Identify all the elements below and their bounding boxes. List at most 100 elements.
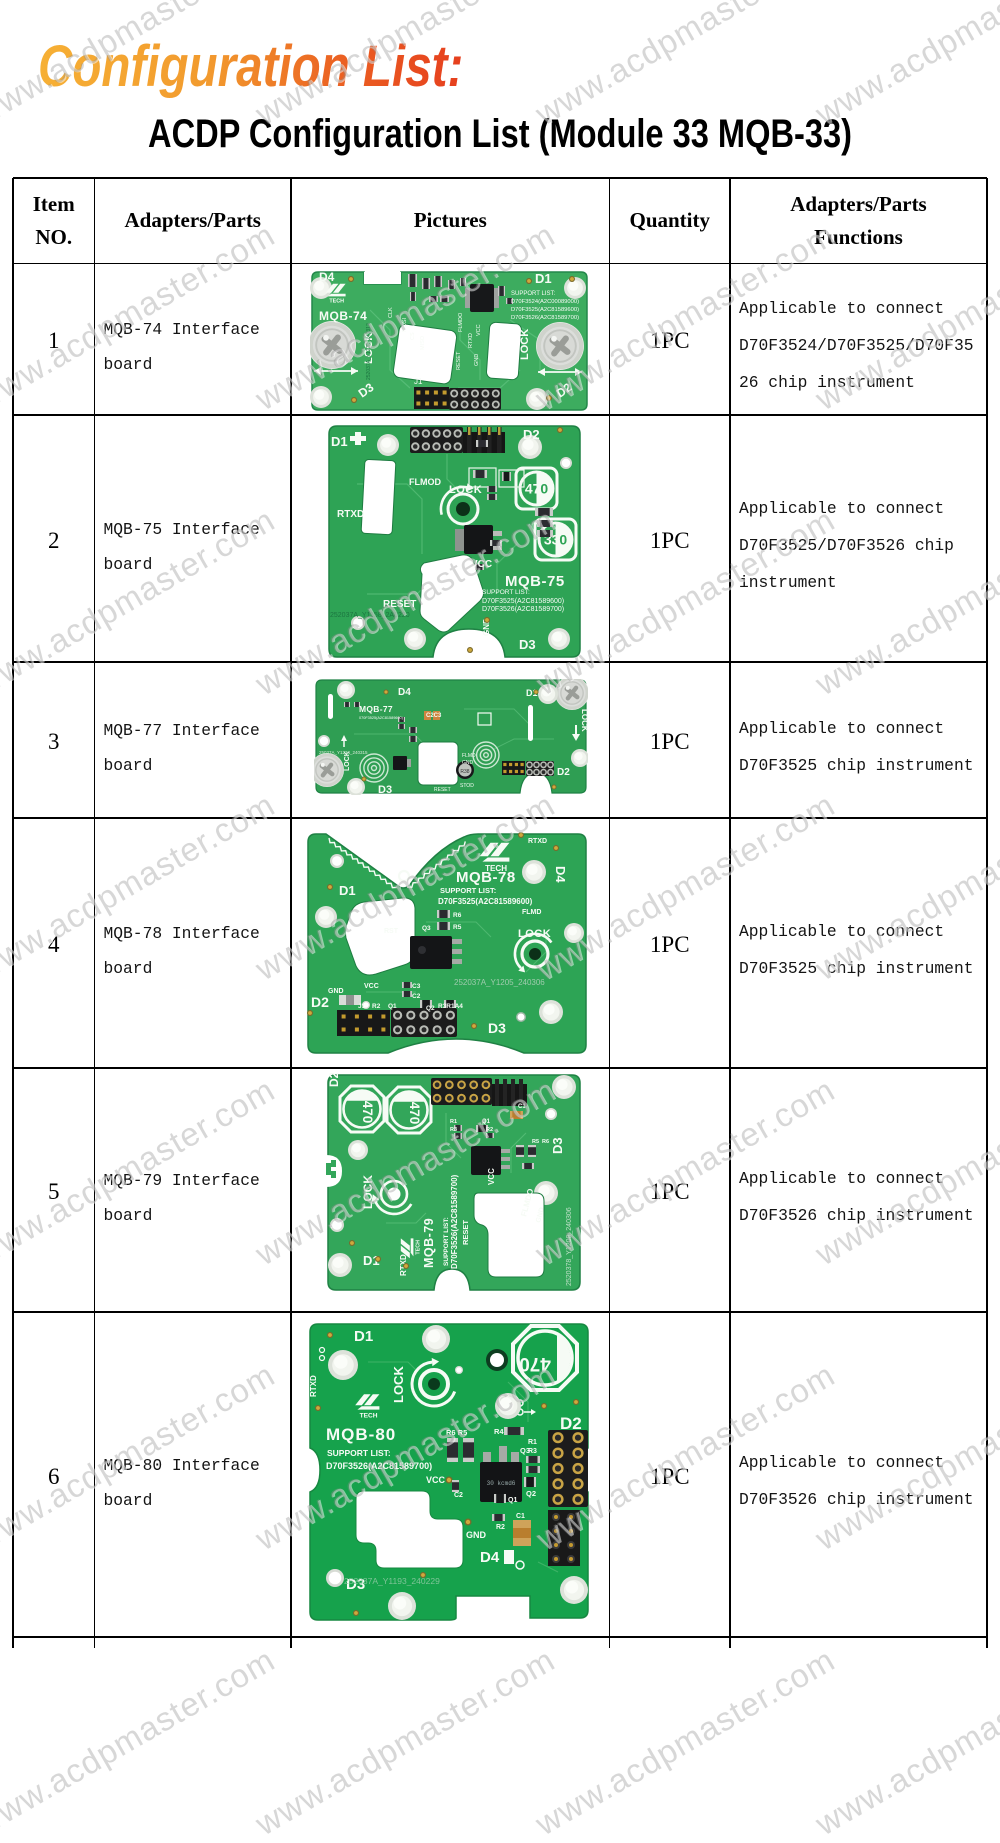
- svg-text:LOCK: LOCK: [391, 1366, 406, 1403]
- svg-text:D1: D1: [526, 688, 538, 698]
- svg-text:MOSI: MOSI: [402, 317, 408, 332]
- svg-text:D4: D4: [398, 687, 411, 698]
- svg-text:R3: R3: [450, 1127, 457, 1133]
- svg-text:R3: R3: [528, 1448, 537, 1455]
- svg-text:D3: D3: [519, 637, 536, 652]
- svg-text:R6: R6: [542, 1139, 549, 1145]
- svg-text:SUPPORT LIST:: SUPPORT LIST:: [511, 291, 555, 297]
- svg-text:25037A_Y1234_240315: 25037A_Y1234_240315: [319, 750, 368, 755]
- svg-text:470: 470: [360, 1101, 375, 1124]
- svg-text:D70F3525(A2C81589600): D70F3525(A2C81589600): [438, 897, 533, 906]
- svg-text:TECH: TECH: [360, 1412, 378, 1419]
- svg-text:D3: D3: [488, 1020, 506, 1036]
- svg-text:R4: R4: [494, 1427, 504, 1436]
- svg-text:Q1: Q1: [508, 1497, 517, 1504]
- svg-text:D70F3524(A2C00089000): D70F3524(A2C00089000): [511, 299, 579, 305]
- svg-text:D4: D4: [553, 866, 568, 883]
- svg-text:D1: D1: [535, 271, 552, 286]
- svg-text:R6 R5: R6 R5: [446, 1428, 467, 1437]
- svg-text:D2: D2: [327, 1073, 341, 1087]
- svg-text:R6: R6: [453, 912, 462, 919]
- svg-text:D4: D4: [319, 270, 335, 284]
- svg-text:FLMD: FLMD: [462, 753, 476, 759]
- svg-text:D70F3526(A2C81589700): D70F3526(A2C81589700): [326, 1461, 432, 1471]
- svg-text:D2: D2: [557, 767, 570, 778]
- svg-text:R2: R2: [496, 1524, 505, 1531]
- svg-text:470: 470: [407, 1102, 422, 1125]
- svg-text:D3: D3: [346, 1576, 365, 1593]
- svg-text:LOCK: LOCK: [580, 709, 588, 732]
- svg-text:TECH: TECH: [329, 299, 344, 305]
- svg-text:SUPPORT LIST:: SUPPORT LIST:: [327, 1448, 391, 1458]
- svg-text:R5: R5: [532, 1139, 539, 1145]
- svg-text:D70F3525(A2C81589600): D70F3525(A2C81589600): [482, 598, 564, 605]
- svg-text:D2: D2: [523, 427, 540, 442]
- svg-text:RTXD: RTXD: [468, 333, 474, 348]
- svg-text:MISO: MISO: [420, 335, 426, 350]
- svg-text:FLMOD: FLMOD: [409, 477, 441, 487]
- svg-text:D3: D3: [550, 1137, 565, 1154]
- svg-text:C2: C2: [454, 1492, 463, 1499]
- svg-text:RESET: RESET: [456, 351, 462, 370]
- svg-text:RTXD: RTXD: [337, 509, 364, 520]
- svg-text:RST: RST: [384, 928, 399, 935]
- svg-text:R1: R1: [528, 1439, 537, 1446]
- svg-text:MQB-79: MQB-79: [422, 1218, 436, 1268]
- svg-text:30 kcmd6: 30 kcmd6: [487, 1480, 516, 1487]
- svg-text:470: 470: [525, 481, 549, 497]
- svg-text:RTXD: RTXD: [528, 838, 547, 845]
- svg-text:GND: GND: [462, 760, 474, 766]
- svg-text:GND: GND: [328, 988, 344, 995]
- svg-text:SUPPORT LIST:: SUPPORT LIST:: [440, 886, 496, 895]
- svg-text:RESET: RESET: [434, 787, 451, 793]
- svg-text:GND: GND: [535, 1207, 546, 1224]
- svg-text:J1: J1: [358, 1003, 366, 1010]
- svg-text:CLK: CLK: [388, 307, 394, 318]
- svg-text:GND: GND: [474, 354, 480, 366]
- svg-text:D2: D2: [560, 1414, 582, 1433]
- svg-text:Q2: Q2: [426, 1005, 435, 1012]
- svg-text:D3: D3: [378, 784, 392, 795]
- svg-text:LOCK: LOCK: [449, 484, 482, 496]
- svg-text:Q2: Q2: [526, 1489, 536, 1498]
- svg-text:C1: C1: [518, 1104, 526, 1110]
- svg-text:MQB-75: MQB-75: [505, 573, 565, 590]
- svg-text:R3R1A4: R3R1A4: [438, 1003, 463, 1010]
- svg-text:D70F3525(A2C81589600): D70F3525(A2C81589600): [511, 307, 579, 313]
- svg-text:LOCK: LOCK: [361, 1175, 375, 1209]
- svg-text:252037A_Y1158_2A0220: 252037A_Y1158_2A0220: [330, 612, 410, 619]
- svg-text:D1: D1: [339, 883, 356, 898]
- svg-text:GND: GND: [482, 618, 491, 636]
- svg-text:MQB-80: MQB-80: [326, 1425, 396, 1444]
- svg-text:LOCK: LOCK: [519, 329, 531, 360]
- svg-text:Q3: Q3: [422, 925, 431, 932]
- svg-text:LOCK: LOCK: [344, 751, 351, 771]
- svg-text:C2: C2: [412, 993, 421, 1000]
- svg-text:VCC: VCC: [487, 1168, 496, 1185]
- svg-text:R1: R1: [450, 1119, 457, 1125]
- svg-text:R5: R5: [453, 924, 462, 931]
- svg-text:D4: D4: [480, 1549, 500, 1566]
- svg-text:J1: J1: [414, 377, 423, 386]
- svg-text:GND: GND: [466, 1530, 487, 1540]
- svg-text:D2: D2: [311, 994, 329, 1010]
- svg-text:Q1: Q1: [388, 1003, 397, 1010]
- svg-text:RTXD: RTXD: [309, 1375, 318, 1397]
- svg-text:VCC: VCC: [471, 559, 492, 570]
- svg-text:D70F3526(A2C81589700): D70F3526(A2C81589700): [450, 1174, 459, 1269]
- svg-text:MQB-74: MQB-74: [319, 309, 367, 323]
- svg-text:D1: D1: [354, 1328, 373, 1345]
- svg-text:FLMDO: FLMDO: [458, 312, 464, 332]
- svg-text:FLMD: FLMD: [522, 909, 541, 916]
- svg-text:VCC: VCC: [476, 324, 482, 336]
- svg-text:Q1: Q1: [482, 1119, 491, 1125]
- svg-text:R2: R2: [486, 1127, 493, 1133]
- svg-text:070F3525(A2C81589600): 070F3525(A2C81589600): [359, 716, 404, 720]
- svg-text:252037A_Y1205_240306: 252037A_Y1205_240306: [454, 978, 545, 987]
- svg-text:2520378_Y1208_240306: 2520378_Y1208_240306: [566, 1207, 573, 1286]
- svg-text:STOD: STOD: [460, 783, 474, 789]
- svg-text:LOCK: LOCK: [363, 333, 375, 364]
- svg-text:TECH: TECH: [485, 864, 507, 873]
- svg-text:D1: D1: [331, 434, 348, 449]
- svg-text:C2C3: C2C3: [426, 713, 442, 719]
